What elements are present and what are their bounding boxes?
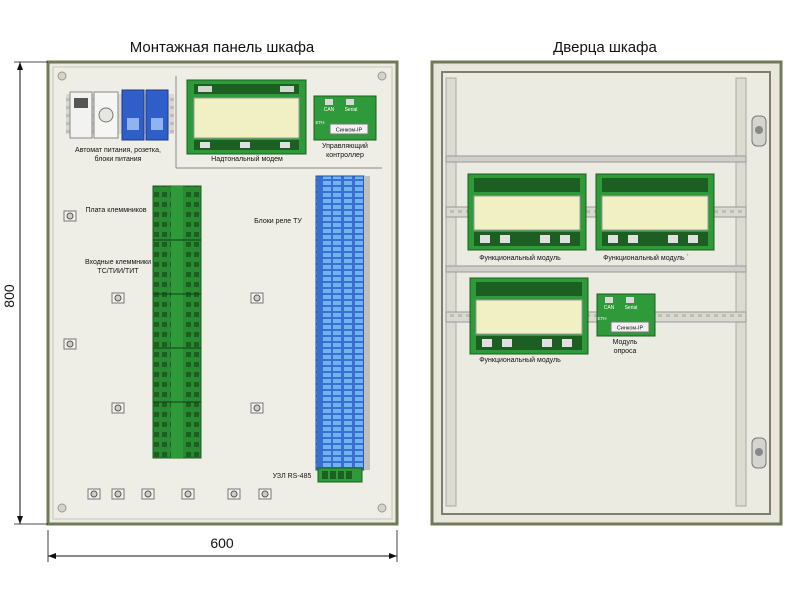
screw-head — [184, 490, 192, 498]
controller-label-1: Управляющий — [322, 142, 368, 150]
controller-eth: ETH — [316, 120, 325, 125]
dimension-lines — [14, 61, 398, 562]
poll-module — [596, 293, 656, 337]
relay-blocks — [315, 175, 370, 471]
screw-terminals — [63, 210, 272, 500]
power-label-1: Автомат питания, розетка, — [75, 147, 161, 154]
dim-width: 600 — [210, 535, 234, 551]
terminal-board-stack — [152, 185, 202, 459]
screw-head — [114, 404, 122, 412]
poll-eth: ETH — [598, 316, 607, 321]
functional-module-1 — [467, 173, 587, 251]
screw-head — [66, 340, 74, 348]
inputs-label-2: ТС/ТИИ/ТИТ — [97, 268, 139, 275]
terminal-board-label: Плата клеммников — [85, 207, 146, 214]
controller-serial: Serial — [345, 107, 358, 113]
screw-head — [90, 490, 98, 498]
controller-can: CAN — [324, 107, 335, 113]
functional-module-2 — [595, 173, 715, 251]
rs485-label: УЗЛ RS-485 — [273, 473, 312, 480]
screw-head — [253, 404, 261, 412]
door-title: Дверца шкафа — [553, 39, 657, 56]
poll-label-1: Модуль — [613, 339, 638, 346]
controller-brand: Синком-IP — [336, 128, 363, 134]
dim-height: 800 — [1, 284, 17, 308]
func1-label: Функциональный модуль — [479, 254, 561, 262]
screw-head — [144, 490, 152, 498]
functional-module-3 — [469, 277, 589, 355]
panel-title: Монтажная панель шкафа — [130, 39, 315, 56]
power-group — [66, 89, 174, 141]
power-label-2: блоки питания — [95, 155, 142, 163]
inputs-label-1: Входные клеммники — [85, 259, 151, 266]
rs485-unit — [317, 467, 363, 483]
modem-module — [186, 79, 307, 155]
screw-head — [230, 490, 238, 498]
func3-label: Функциональный модуль — [479, 356, 561, 364]
screw-head — [114, 490, 122, 498]
controller-module — [313, 95, 377, 141]
poll-brand: Синком-IP — [617, 326, 644, 332]
func2-label: Функциональный модуль ` — [603, 254, 689, 262]
screw-head — [261, 490, 269, 498]
relays-label: Блоки реле ТУ — [254, 218, 302, 225]
poll-serial: Serial — [625, 305, 638, 311]
modem-label: Надтональный модем — [211, 155, 283, 163]
screw-head — [114, 294, 122, 302]
poll-can: CAN — [604, 305, 615, 311]
poll-label-2: опроса — [614, 348, 637, 355]
screw-head — [66, 212, 74, 220]
screw-head — [253, 294, 261, 302]
controller-label-2: контроллер — [326, 152, 364, 159]
